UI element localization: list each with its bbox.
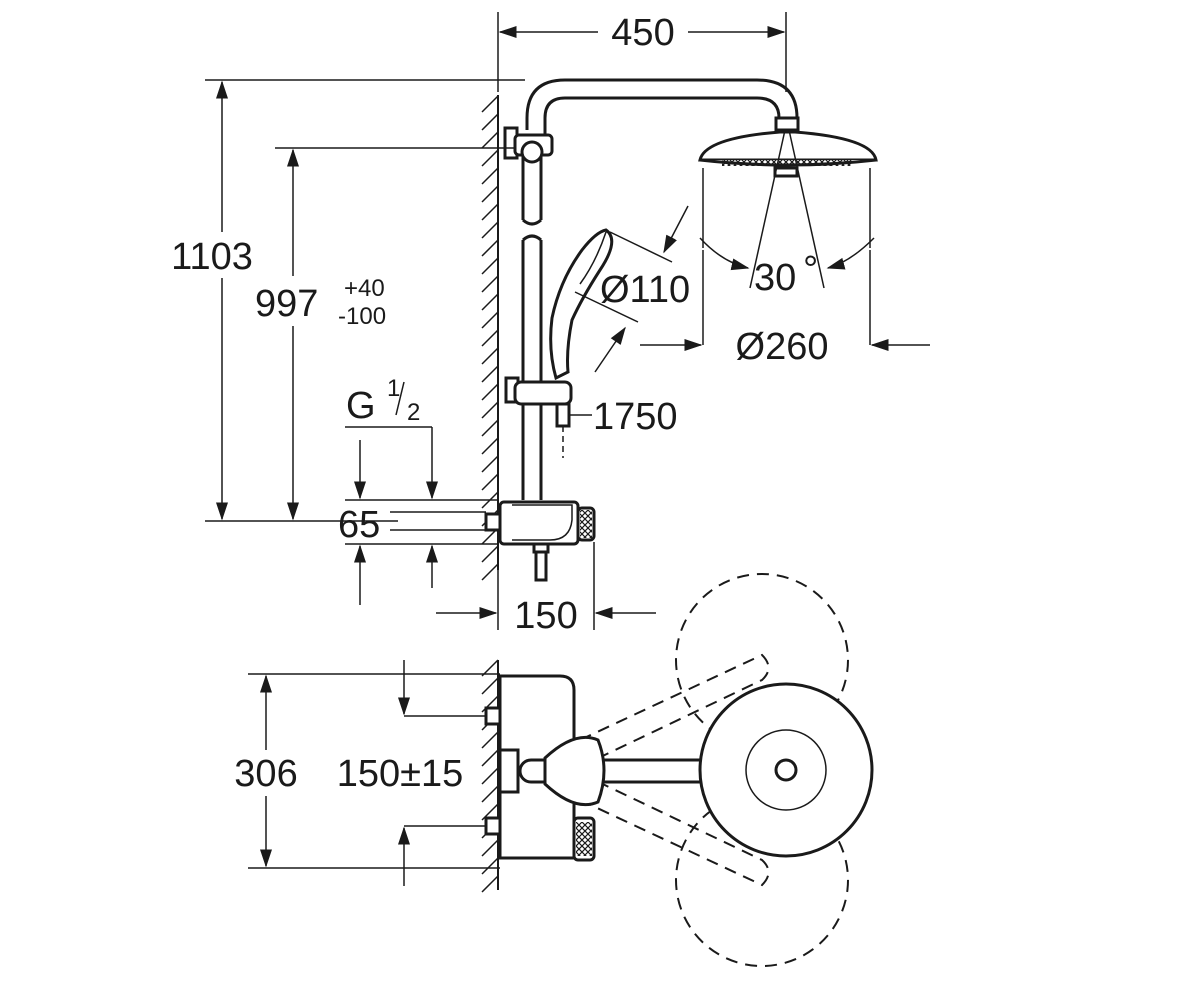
wall-hatch-line	[481, 365, 499, 383]
wall-hatch-line	[481, 131, 499, 149]
plan-view: 306 150±15	[234, 573, 874, 967]
wall-hatch-line	[481, 239, 499, 257]
dimension-260: Ø260	[640, 250, 930, 368]
wall-hatch-line	[481, 185, 499, 203]
wall-elevation	[481, 95, 499, 581]
dimension-150-15: 150±15	[337, 660, 486, 886]
wall-hatch-line	[481, 455, 499, 473]
dim-65-label: 65	[338, 504, 380, 546]
dimension-997: 997 +40 -100	[255, 147, 515, 521]
wall-hatch-line	[481, 839, 499, 857]
spray-angle-30: 30 °	[699, 129, 875, 299]
tolerance-minus: -100	[338, 303, 386, 330]
dimension-65: 65	[338, 440, 498, 605]
wall-hatch-line	[481, 383, 499, 401]
thread-denominator: 2	[407, 399, 420, 426]
dim-150-label: 150	[514, 595, 577, 637]
dim-260-label: Ø260	[736, 326, 829, 368]
wall-plan	[481, 659, 499, 893]
wall-hatch-line	[481, 221, 499, 239]
wall-hatch-line	[481, 857, 499, 875]
wall-hatch-line	[481, 473, 499, 491]
wall-hatch-line	[481, 311, 499, 329]
dim-450-label: 450	[611, 12, 674, 54]
head-shower-elevation	[698, 130, 878, 178]
riser-pipe	[503, 126, 573, 500]
wall-hatch-line	[481, 731, 499, 749]
wall-hatch-line	[481, 95, 499, 113]
elevation-view: 450	[171, 12, 930, 637]
dimension-306: 306	[234, 673, 500, 869]
angle-30-label: 30	[754, 257, 796, 299]
wall-hatch-line	[481, 149, 499, 167]
dim-306-label: 306	[234, 753, 297, 795]
wall-hatch-line	[481, 293, 499, 311]
dim-110-label: Ø110	[600, 269, 690, 311]
wall-hatch-line	[481, 113, 499, 131]
thread-numerator: 1	[387, 375, 400, 402]
dim-1103-label: 1103	[171, 236, 253, 278]
wall-hatch-line	[481, 749, 499, 767]
wall-hatch-line	[481, 545, 499, 563]
wall-hatch-line	[481, 785, 499, 803]
dimension-150-depth: 150	[436, 542, 656, 637]
wall-hatch-line	[481, 401, 499, 419]
wall-hatch-line	[481, 437, 499, 455]
wall-hatch-line	[481, 563, 499, 581]
wall-hatch-line	[481, 419, 499, 437]
thread-size-label: G 1 2	[345, 375, 438, 588]
wall-hatch-line	[481, 167, 499, 185]
wall-hatch-line	[481, 875, 499, 893]
degree-sign: °	[803, 249, 818, 291]
thermostat-elevation	[484, 500, 596, 582]
wall-hatch-line	[481, 275, 499, 293]
dimension-1103: 1103	[171, 79, 525, 522]
dim-150-15-label: 150±15	[337, 753, 464, 795]
tolerance-plus: +40	[344, 275, 385, 302]
dim-1750-label: 1750	[593, 396, 678, 438]
hand-shower: Ø110	[549, 205, 690, 381]
wall-hatch-line	[481, 347, 499, 365]
shower-arm	[525, 78, 800, 140]
dimension-450: 450	[497, 12, 787, 92]
thread-g: G	[346, 385, 376, 427]
wall-hatch-line	[481, 203, 499, 221]
wall-hatch-line	[481, 677, 499, 695]
wall-hatch-line	[481, 329, 499, 347]
wall-hatch-line	[481, 767, 499, 785]
dimension-1750: 1750	[570, 396, 678, 438]
wall-hatch-line	[481, 257, 499, 275]
dim-997-label: 997	[255, 283, 318, 325]
head-shower-plan	[698, 682, 874, 858]
